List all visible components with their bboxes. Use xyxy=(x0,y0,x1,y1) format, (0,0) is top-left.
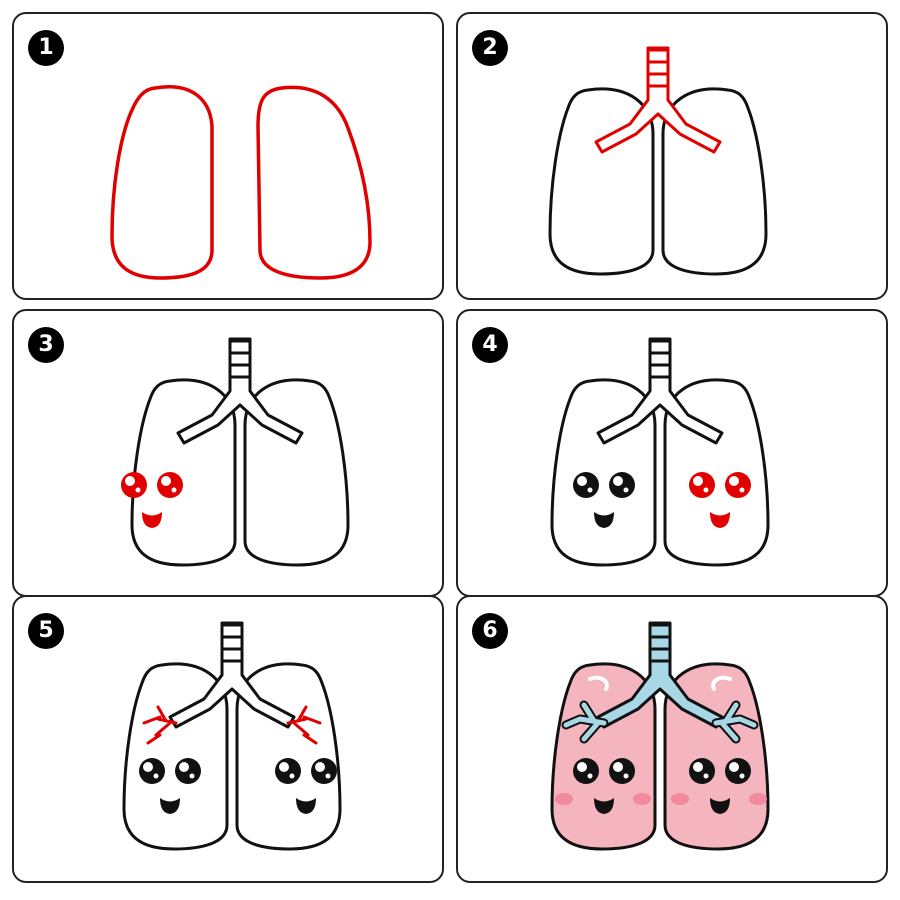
left-face xyxy=(139,758,201,814)
right-face xyxy=(689,472,751,528)
bronchi-branches-colored xyxy=(563,702,757,742)
trachea-outline xyxy=(596,337,724,445)
right-face xyxy=(275,758,337,814)
right-eye xyxy=(157,472,183,498)
step-6-panel: 6 xyxy=(456,595,888,883)
right-eye xyxy=(311,758,337,784)
left-eye xyxy=(689,758,715,784)
right-eye xyxy=(609,472,635,498)
trachea-outline xyxy=(594,46,722,154)
left-eye xyxy=(139,758,165,784)
right-lung-shine xyxy=(711,675,732,691)
step-3-drawing xyxy=(121,337,350,567)
right-eye xyxy=(725,472,751,498)
smile-mouth xyxy=(296,798,316,814)
step-number-badge: 2 xyxy=(472,30,508,66)
smile-mouth xyxy=(160,798,180,814)
left-face xyxy=(573,472,635,528)
bronchi-branches xyxy=(142,705,322,745)
left-eye xyxy=(275,758,301,784)
step-6-drawing xyxy=(550,621,770,851)
step-1-panel: 1 xyxy=(12,12,444,300)
step-number-badge: 6 xyxy=(472,613,508,649)
step-5-drawing xyxy=(122,621,342,851)
step-3-panel: 3 xyxy=(12,309,444,597)
trachea-outline xyxy=(168,621,296,729)
left-eye xyxy=(121,472,147,498)
step-2-drawing xyxy=(548,46,768,276)
right-eye xyxy=(175,758,201,784)
left-eye xyxy=(689,472,715,498)
step-5-panel: 5 xyxy=(12,595,444,883)
smile-mouth xyxy=(710,512,730,528)
step-4-drawing xyxy=(550,337,770,567)
right-eye xyxy=(609,758,635,784)
step-1-drawing xyxy=(110,85,372,280)
trachea-outline xyxy=(176,337,304,445)
step-number-badge: 4 xyxy=(472,327,508,363)
right-cheek xyxy=(749,793,767,805)
left-eye xyxy=(573,758,599,784)
left-face xyxy=(555,758,651,814)
left-face xyxy=(121,472,183,528)
right-cheek xyxy=(633,793,651,805)
step-number-badge: 3 xyxy=(28,327,64,363)
right-eye xyxy=(725,758,751,784)
right-lung-outline xyxy=(256,85,372,280)
left-cheek xyxy=(671,793,689,805)
step-2-panel: 2 xyxy=(456,12,888,300)
left-lung-outline xyxy=(110,85,214,280)
smile-mouth xyxy=(142,512,162,528)
right-face xyxy=(671,758,767,814)
step-number-badge: 5 xyxy=(28,613,64,649)
left-lung-shine xyxy=(588,675,609,691)
left-eye xyxy=(573,472,599,498)
left-cheek xyxy=(555,793,573,805)
step-4-panel: 4 xyxy=(456,309,888,597)
smile-mouth xyxy=(594,512,614,528)
step-number-badge: 1 xyxy=(28,30,64,66)
